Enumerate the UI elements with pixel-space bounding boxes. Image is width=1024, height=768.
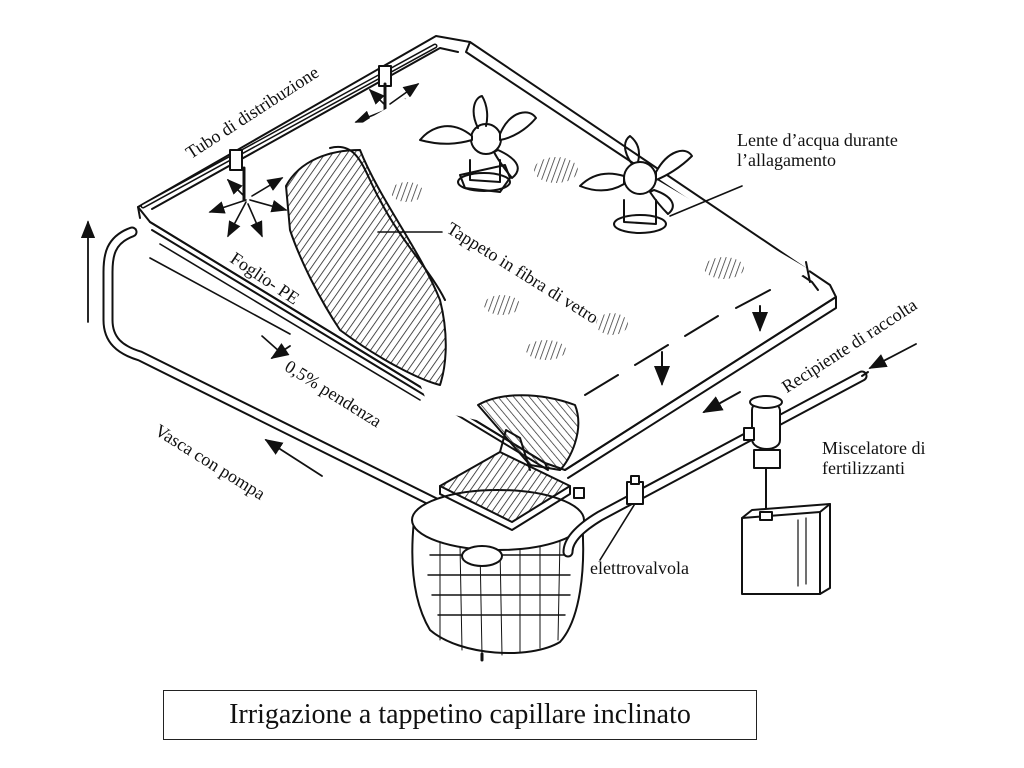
leader-water-lens bbox=[669, 185, 743, 217]
mat-texture bbox=[391, 157, 744, 360]
distribution-tube bbox=[140, 43, 438, 209]
leader-valve bbox=[599, 501, 637, 561]
plant-1 bbox=[419, 95, 537, 193]
supply-pipe bbox=[562, 370, 869, 558]
solenoid-valve bbox=[626, 475, 644, 505]
collection-box bbox=[439, 429, 585, 531]
flow-arrow-left bbox=[264, 439, 323, 477]
inflow-arrow bbox=[868, 343, 917, 369]
mat-fold bbox=[477, 394, 580, 471]
fiberglass-mat bbox=[285, 149, 447, 386]
mat-surface bbox=[330, 70, 810, 440]
plant-2 bbox=[579, 135, 693, 234]
label-water-lens: Lente d’acqua durante l’allagamento bbox=[737, 130, 898, 170]
label-solenoid-valve: elettrovalvola bbox=[590, 558, 689, 578]
diagram-caption: Irrigazione a tappetino capillare inclin… bbox=[163, 690, 757, 740]
fertilizer-container bbox=[741, 503, 831, 595]
label-fertilizer-mixer: Miscelatore di fertilizzanti bbox=[822, 438, 926, 478]
slope-arrow bbox=[270, 343, 291, 359]
water-edge bbox=[584, 261, 811, 413]
fertilizer-mixer bbox=[743, 395, 783, 521]
